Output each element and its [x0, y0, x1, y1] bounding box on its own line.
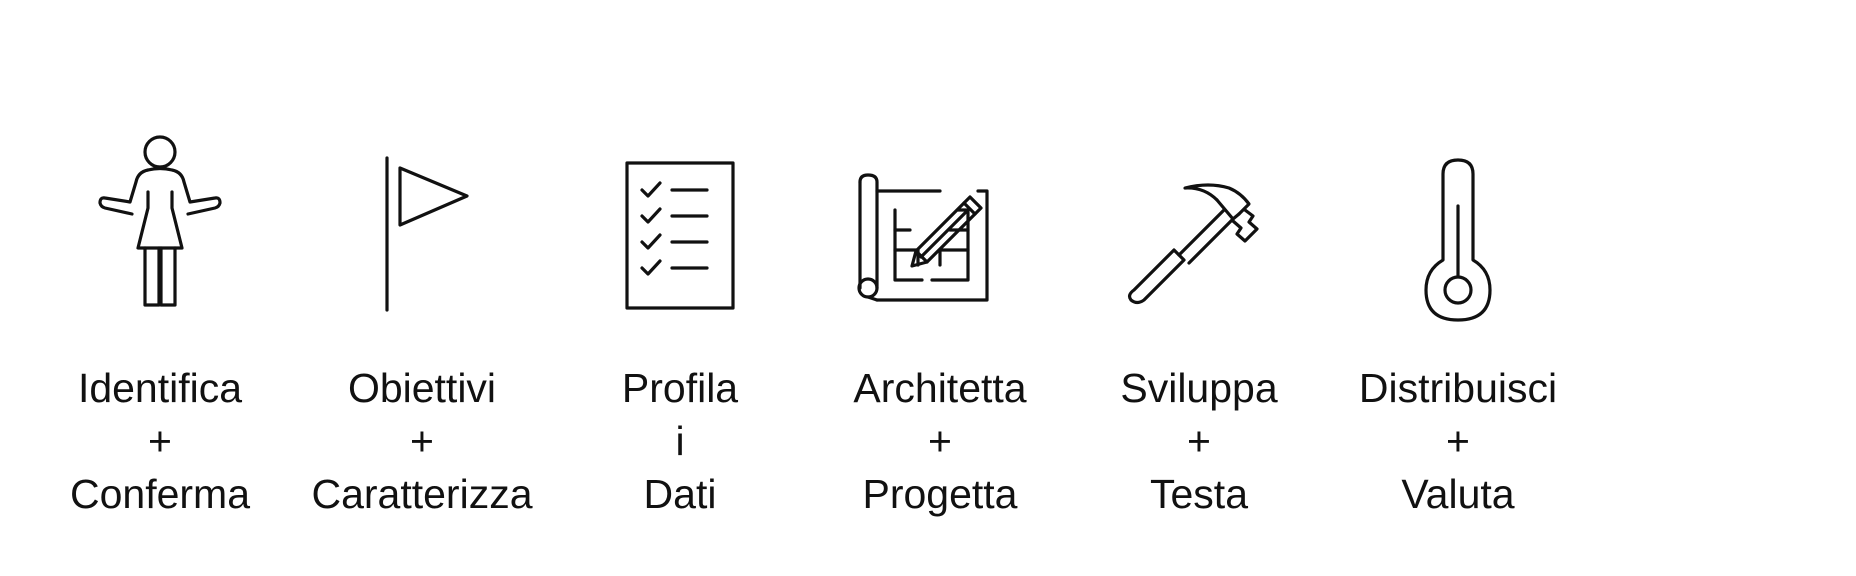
step-profila: Profila i Dati — [550, 130, 810, 521]
step-title: Architetta — [853, 365, 1027, 411]
step-identifica: Identifica + Conferma — [30, 130, 290, 521]
step-connector: + — [928, 418, 952, 464]
step-label: Distribuisci + Valuta — [1359, 362, 1557, 521]
step-connector: + — [410, 418, 434, 464]
step-label: Identifica + Conferma — [70, 362, 250, 521]
step-title: Obiettivi — [347, 365, 497, 411]
step-title: Distribuisci — [1358, 365, 1558, 411]
blueprint-icon — [850, 130, 1030, 340]
step-label: Architetta + Progetta — [853, 362, 1026, 521]
step-connector: + — [148, 418, 172, 464]
step-subtitle: Progetta — [862, 471, 1018, 517]
step-title: Sviluppa — [1120, 365, 1278, 411]
step-connector: + — [1187, 418, 1211, 464]
step-subtitle: Testa — [1150, 471, 1248, 517]
step-subtitle: Valuta — [1401, 471, 1515, 517]
step-sviluppa: Sviluppa + Testa — [1069, 130, 1329, 521]
hammer-icon — [1109, 130, 1289, 340]
person-icon — [70, 130, 250, 340]
step-title: Profila — [621, 365, 739, 411]
step-label: Sviluppa + Testa — [1120, 362, 1277, 521]
step-obiettivi: Obiettivi + Caratterizza — [292, 130, 552, 521]
step-title: Identifica — [77, 365, 243, 411]
step-architetta: Architetta + Progetta — [810, 130, 1070, 521]
step-connector: + — [1446, 418, 1470, 464]
thermometer-icon — [1368, 130, 1548, 340]
step-subtitle: Dati — [643, 471, 717, 517]
step-subtitle: Conferma — [69, 471, 250, 517]
step-label: Profila i Dati — [622, 362, 738, 521]
checklist-icon — [590, 130, 770, 340]
step-distribuisci: Distribuisci + Valuta — [1328, 130, 1588, 521]
step-connector: i — [675, 418, 685, 464]
flag-icon — [332, 130, 512, 340]
step-label: Obiettivi + Caratterizza — [311, 362, 532, 521]
step-subtitle: Caratterizza — [311, 471, 533, 517]
